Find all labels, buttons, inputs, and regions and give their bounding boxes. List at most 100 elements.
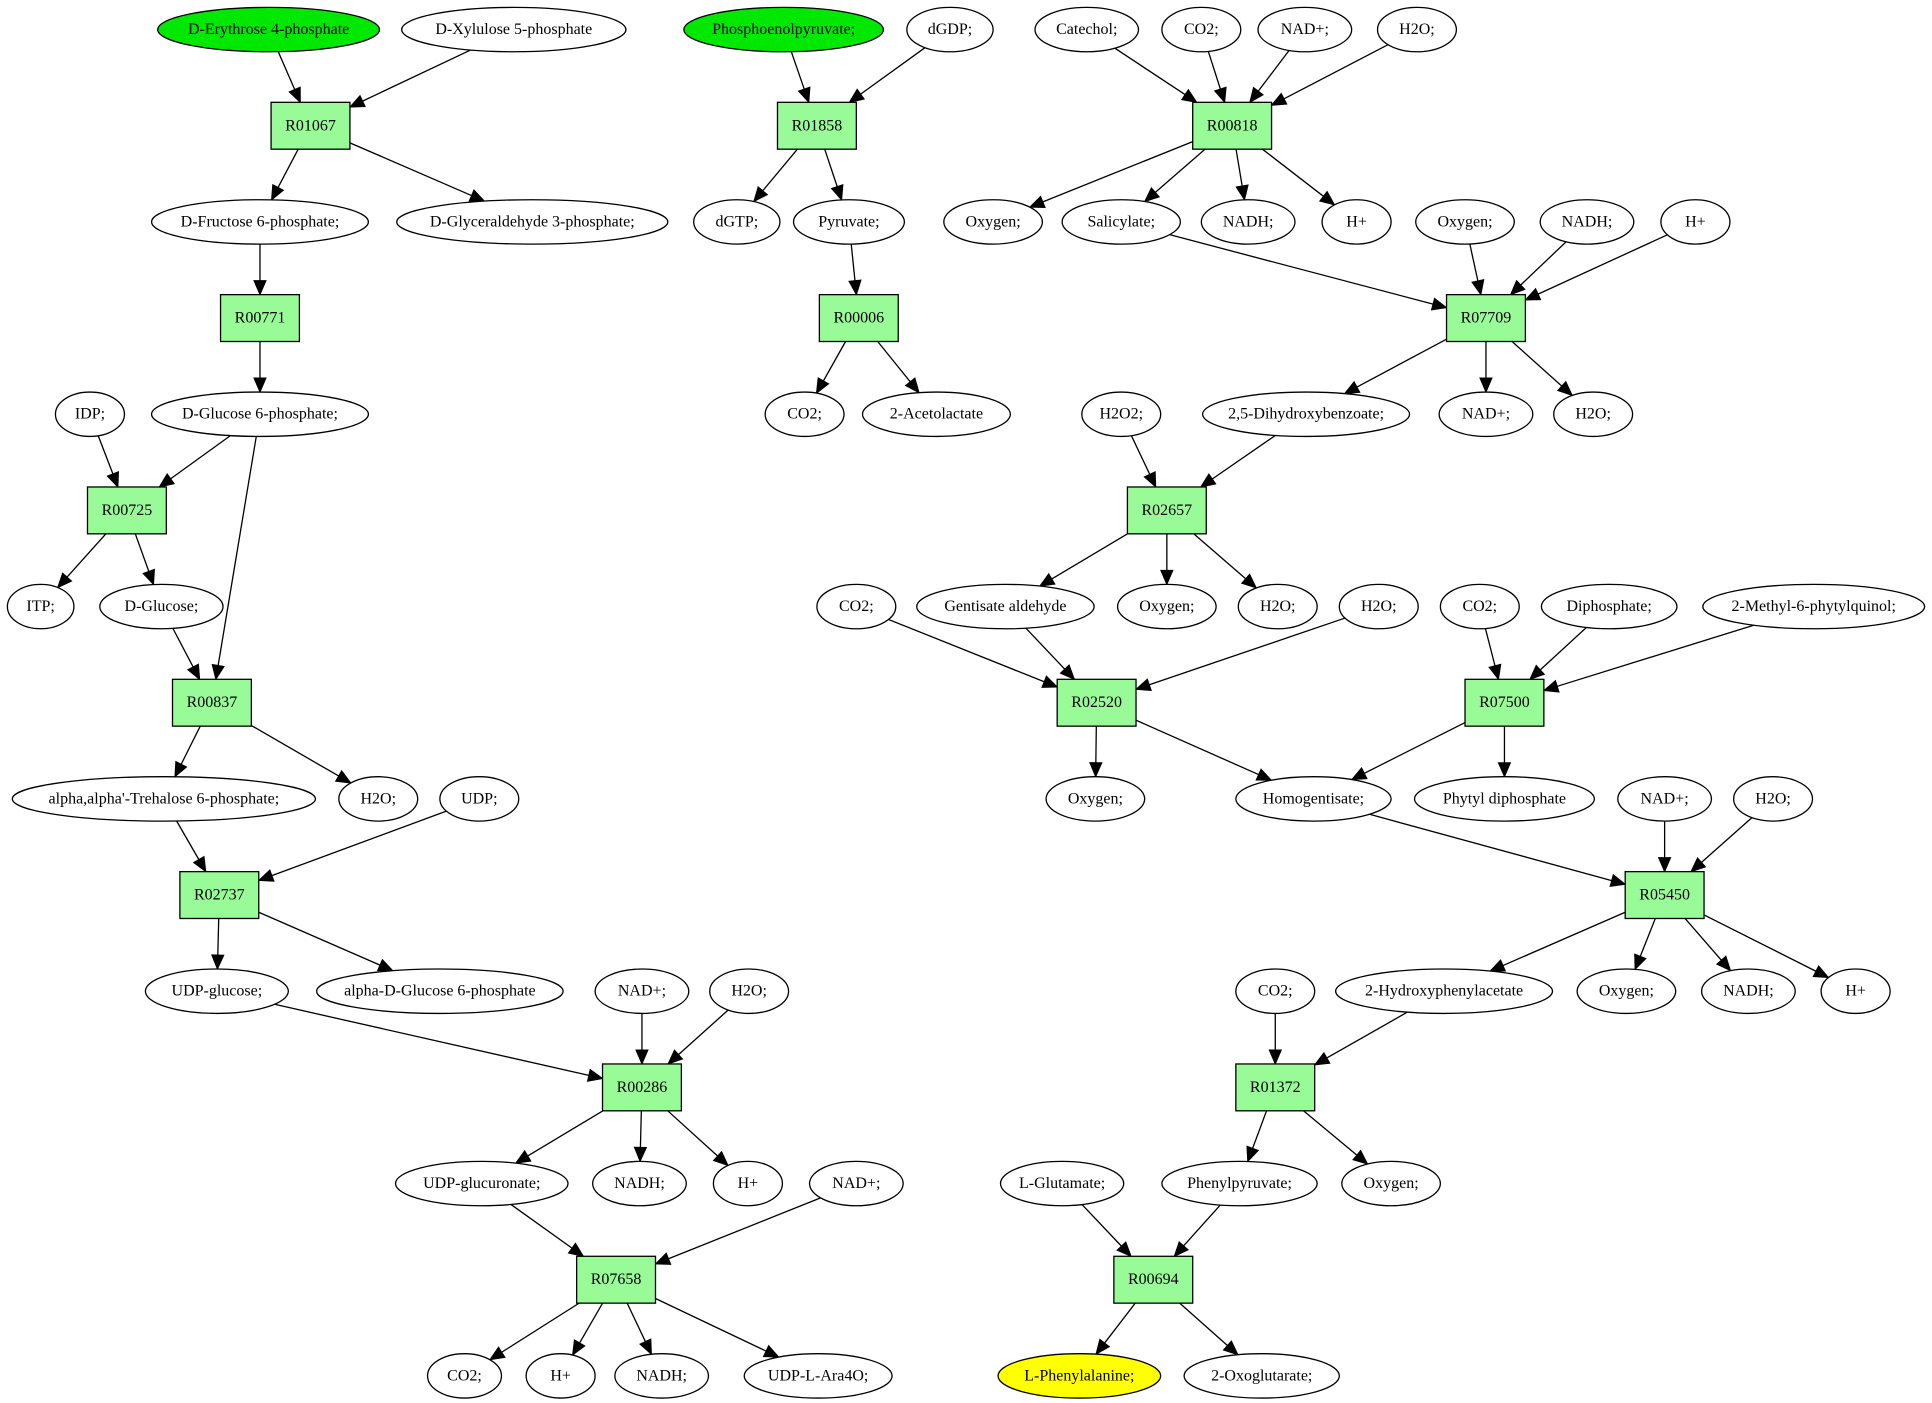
edge-h2o2-to-R02657 <box>1130 435 1157 489</box>
node-label: Phenylpyruvate; <box>1187 1175 1292 1192</box>
node-label: H2O2; <box>1099 406 1143 423</box>
reaction-node: R01067 <box>270 101 351 150</box>
metabolite-ellipse <box>1061 199 1182 245</box>
reaction-box <box>1235 1063 1316 1112</box>
arrow-head-icon <box>1542 679 1560 693</box>
arrow-head-icon <box>1255 768 1273 781</box>
metabolite-ellipse <box>997 1353 1162 1399</box>
metabolite-ellipse <box>594 968 690 1015</box>
node-label: R02657 <box>1142 502 1193 519</box>
edge-line <box>822 341 847 382</box>
metabolite-node: ITP; <box>6 583 75 630</box>
edge-R02737-to-ag6p <box>258 911 394 972</box>
reaction-node: R00818 <box>1192 101 1273 150</box>
edge-R05450-to-hpa <box>1488 911 1626 972</box>
arrow-head-icon <box>1350 767 1368 781</box>
metabolite-node: 2-Acetolactate <box>861 391 1012 438</box>
metabolite-ellipse <box>394 1160 569 1207</box>
node-label: R00725 <box>102 502 153 519</box>
edge-idp-to-R00725 <box>97 435 120 489</box>
edge-R01858-to-dgtp <box>752 148 798 203</box>
arrow-head-icon <box>1715 955 1732 972</box>
edge-pyr-to-R00006 <box>848 244 862 296</box>
source-metabolite-node: Phosphoenolpyruvate; <box>683 6 885 53</box>
node-label: D-Erythrose 4-phosphate <box>188 21 349 38</box>
edge-line <box>639 1110 642 1148</box>
arrow-head-icon <box>586 1068 604 1082</box>
node-label: CO2; <box>787 406 822 423</box>
edge-nad_c-to-R00818 <box>1249 50 1290 104</box>
metabolite-ellipse <box>157 6 381 53</box>
metabolite-ellipse <box>614 1353 710 1399</box>
metabolite-node: Pyruvate; <box>792 199 906 245</box>
edge-line <box>1537 234 1668 295</box>
edge-line <box>1283 44 1389 100</box>
arrow-head-icon <box>571 1339 586 1357</box>
edge-line <box>1356 338 1447 388</box>
edge-t6p-to-R02737 <box>176 820 207 873</box>
reaction-box <box>1126 486 1207 535</box>
node-label: Catechol; <box>1056 21 1117 38</box>
node-label: R00006 <box>833 310 884 327</box>
reaction-node: R01372 <box>1235 1063 1316 1112</box>
edge-line <box>1235 149 1243 187</box>
node-label: alpha-D-Glucose 6-phosphate <box>344 983 536 1000</box>
metabolite-ellipse <box>1116 583 1217 630</box>
metabolite-node: Catechol; <box>1034 6 1140 53</box>
node-label: 2-Methyl-6-phytylquinol; <box>1731 598 1895 615</box>
arrow-head-icon <box>1173 1240 1190 1258</box>
arrow-head-icon <box>1199 473 1217 488</box>
source-metabolite-node: D-Erythrose 4-phosphate <box>157 6 381 53</box>
edge-pep-to-R01858 <box>790 51 811 104</box>
node-label: D-Fructose 6-phosphate; <box>181 213 340 230</box>
edge-line <box>626 1302 646 1342</box>
arrow-head-icon <box>1430 297 1448 311</box>
node-label: 2-Acetolactate <box>890 406 983 423</box>
arrow-head-icon <box>1028 195 1046 208</box>
metabolite-node: alpha-D-Glucose 6-phosphate <box>316 968 564 1015</box>
edge-line <box>277 148 299 188</box>
edge-line <box>877 341 911 383</box>
metabolite-ellipse <box>1045 776 1146 822</box>
reaction-box <box>1113 1255 1194 1304</box>
edge-R07658-to-hplus_b <box>571 1302 604 1357</box>
node-label: Oxygen; <box>1139 598 1194 615</box>
arrow-head-icon <box>848 279 862 296</box>
node-label: R02737 <box>194 887 245 904</box>
edge-line <box>1684 918 1722 961</box>
arrow-head-icon <box>1524 287 1542 301</box>
edge-line <box>134 533 150 572</box>
arrow-head-icon <box>1235 184 1249 202</box>
edge-sal-to-R07709 <box>1169 234 1448 311</box>
edge-line <box>274 1003 590 1077</box>
reaction-box <box>219 294 301 343</box>
metabolite-node: L-Glutamate; <box>999 1160 1125 1207</box>
reaction-node: R00837 <box>171 678 253 727</box>
edge-line <box>217 436 257 666</box>
metabolite-ellipse <box>693 199 781 245</box>
edge-line <box>251 724 339 777</box>
node-label: NADH; <box>636 1367 687 1384</box>
metabolite-node: CO2; <box>816 583 897 630</box>
arrow-head-icon <box>1313 1051 1331 1066</box>
edge-R00694-to-akg <box>1179 1302 1239 1356</box>
arrow-head-icon <box>288 86 301 104</box>
arrow-head-icon <box>270 183 285 201</box>
edge-hga-to-R05450 <box>1369 813 1627 887</box>
edge-line <box>678 1009 729 1056</box>
edge-line <box>172 628 194 668</box>
edge-line <box>1520 241 1567 286</box>
edge-line <box>1326 1011 1408 1059</box>
reaction-box <box>1464 678 1545 727</box>
node-label: Oxygen; <box>966 213 1021 230</box>
arrow-head-icon <box>1246 1145 1260 1163</box>
node-label: H+ <box>1346 213 1367 230</box>
arrow-head-icon <box>712 1150 729 1167</box>
edge-R05450-to-nadh_e <box>1684 918 1732 972</box>
edge-glc-to-R00837 <box>172 628 201 681</box>
node-label: NADH; <box>1223 213 1274 230</box>
arrow-head-icon <box>1352 1149 1369 1165</box>
edge-R00725-to-glc <box>134 533 155 586</box>
edge-dgdp-to-R01858 <box>848 47 926 104</box>
edge-nad_a-to-R00286 <box>635 1013 649 1066</box>
